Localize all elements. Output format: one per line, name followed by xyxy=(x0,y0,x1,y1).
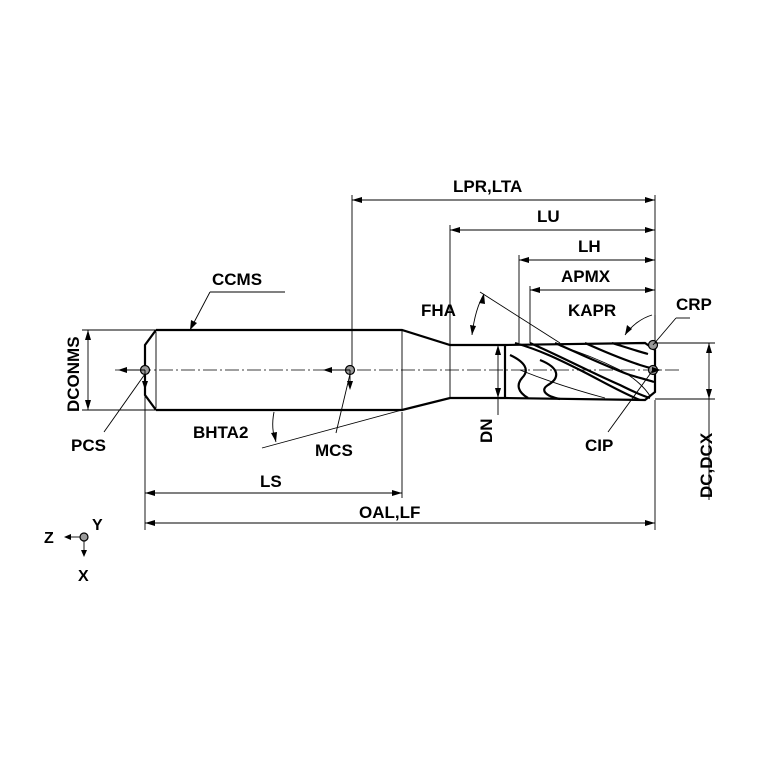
bhta2-angle xyxy=(261,409,403,449)
dn-dimension xyxy=(495,345,501,415)
label-dc-dcx: DC,DCX xyxy=(697,432,716,498)
label-lu: LU xyxy=(537,207,560,226)
fha-helix-line xyxy=(479,291,561,344)
label-apmx: APMX xyxy=(561,267,611,286)
pcs-marker xyxy=(103,364,151,433)
axis-label-x: X xyxy=(78,568,89,585)
label-ccms: CCMS xyxy=(212,270,262,289)
label-oal-lf: OAL,LF xyxy=(359,503,420,522)
label-mcs: MCS xyxy=(315,441,353,460)
label-lh: LH xyxy=(578,237,601,256)
mcs-marker xyxy=(323,364,356,434)
kapr-angle xyxy=(624,314,656,345)
label-cip: CIP xyxy=(585,436,613,455)
axis-label-z: Z xyxy=(44,530,54,547)
ls-dimension xyxy=(144,395,403,530)
label-crp: CRP xyxy=(676,295,712,314)
label-kapr: KAPR xyxy=(568,301,616,320)
label-lpr-lta: LPR,LTA xyxy=(453,177,522,196)
dconms-dimension xyxy=(82,329,156,411)
label-ls: LS xyxy=(260,472,282,491)
dc-dimension xyxy=(655,342,715,500)
flutes xyxy=(509,341,656,402)
fha-angle xyxy=(470,291,561,344)
label-dn: DN xyxy=(477,418,496,443)
ccms-leader xyxy=(189,291,285,331)
label-bhta2: BHTA2 xyxy=(193,423,248,442)
kapr-arc xyxy=(624,314,653,336)
top-dimensions xyxy=(351,195,656,372)
label-dconms: DCONMS xyxy=(64,336,83,412)
oal-dimension xyxy=(145,400,656,530)
label-fha: FHA xyxy=(421,301,456,320)
axis-label-y: Y xyxy=(92,517,103,534)
axis-indicator xyxy=(64,532,89,557)
cip-marker xyxy=(607,364,661,433)
label-pcs: PCS xyxy=(71,436,106,455)
